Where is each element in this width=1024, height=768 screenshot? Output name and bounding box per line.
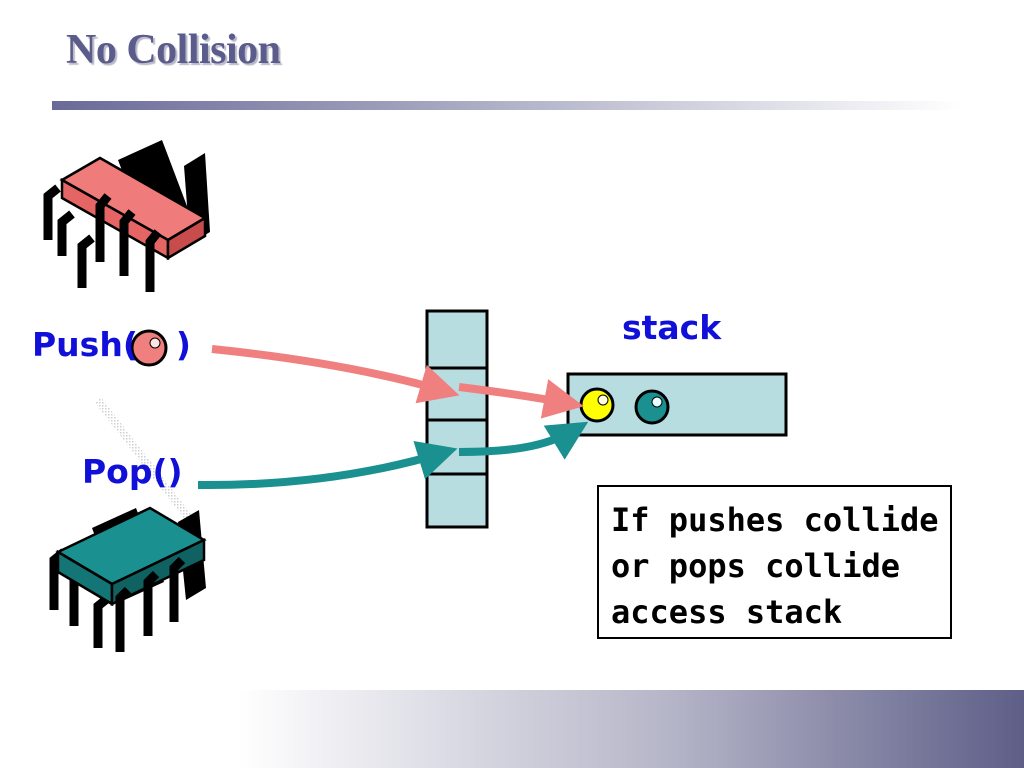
note-line-2: or pops collide [611, 547, 900, 585]
pop-label: Pop() [82, 452, 183, 491]
push-label-open: Push( [32, 325, 138, 364]
elimination-array [425, 309, 489, 529]
push-label: Push() [32, 325, 191, 364]
array-slot-2 [425, 366, 489, 422]
pop-arrow-to-array [197, 440, 458, 490]
bottom-band [238, 690, 1024, 768]
push-ball-icon [130, 329, 168, 367]
array-slot-3 [425, 418, 489, 476]
note-line-1: If pushes collide [611, 501, 939, 539]
note-line-3: access stack [611, 593, 843, 631]
slide-title: No Collision [66, 27, 281, 73]
title-rule [52, 101, 962, 110]
thread-chip-push-icon [43, 140, 210, 292]
pop-arrow-to-stack [458, 421, 589, 460]
array-slot-1 [425, 309, 489, 370]
stack-item-yellow [579, 387, 615, 423]
push-arrow-to-array [211, 345, 460, 404]
stack-label: stack [622, 308, 722, 347]
push-arrow-to-stack [458, 379, 584, 419]
dotted-guide [94, 397, 196, 525]
note-box: If pushes collide or pops collide access… [597, 485, 952, 639]
array-slot-4 [425, 472, 489, 529]
push-label-close: ) [175, 325, 191, 364]
thread-chip-pop-icon [49, 506, 207, 652]
stack-item-teal [634, 389, 670, 425]
